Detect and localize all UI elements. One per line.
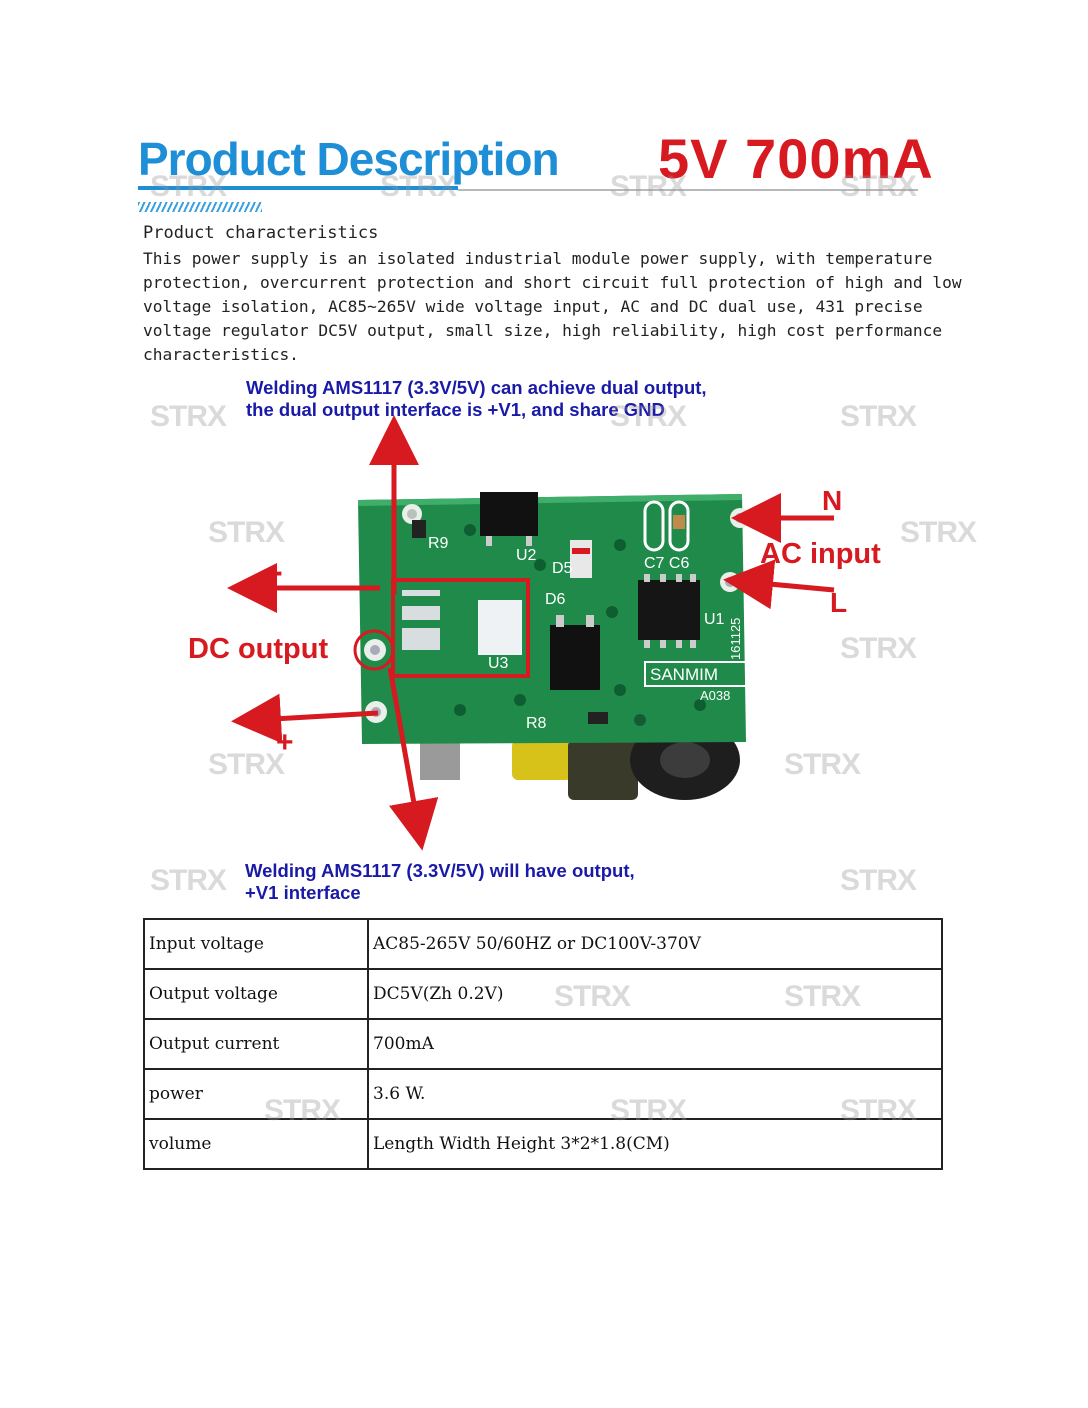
- spec-table: Input voltage AC85-265V 50/60HZ or DC100…: [143, 918, 943, 1170]
- watermark: STRX: [840, 632, 917, 665]
- description-body: This power supply is an isolated industr…: [143, 249, 962, 364]
- pcb-label-d6: D6: [545, 591, 566, 608]
- title-divider: [458, 189, 918, 191]
- pcb-label-d5: D5: [552, 560, 573, 577]
- pcb-label-c7c6: C7 C6: [644, 555, 689, 572]
- ac-n-label: N: [822, 485, 842, 516]
- watermark: STRX: [150, 864, 227, 897]
- pcb-label-u1: U1: [704, 611, 725, 628]
- table-row: Input voltage AC85-265V 50/60HZ or DC100…: [143, 918, 943, 970]
- spec-key: volume: [143, 1118, 369, 1170]
- watermark: STRX: [208, 748, 285, 781]
- watermark: STRX: [784, 748, 861, 781]
- pcb-label-u2: U2: [516, 547, 537, 564]
- pcb-label-part: A038: [700, 688, 730, 703]
- dc-plus-label: +: [276, 726, 294, 759]
- dual-output-note-line1: Welding AMS1117 (3.3V/5V) can achieve du…: [246, 377, 707, 398]
- arrow-ac-l: [723, 559, 835, 610]
- headline-spec: 5V 700mA: [658, 127, 934, 190]
- spec-value: 700mA: [367, 1018, 943, 1070]
- spec-key: Output voltage: [143, 968, 369, 1020]
- arrow-down-to-note: [387, 667, 439, 851]
- decorative-hatch: [138, 202, 262, 212]
- board-underside-components: [420, 720, 740, 800]
- watermark: STRX: [208, 516, 285, 549]
- single-output-note-line1: Welding AMS1117 (3.3V/5V) will have outp…: [245, 860, 635, 881]
- spec-value: 3.6 W.: [367, 1068, 943, 1120]
- spec-key: Output current: [143, 1018, 369, 1070]
- description-heading: Product characteristics: [143, 223, 379, 243]
- pcb-label-u3: U3: [488, 655, 509, 672]
- page-title: Product Description: [138, 133, 560, 185]
- single-output-note-line2: +V1 interface: [245, 882, 361, 903]
- spec-key: power: [143, 1068, 369, 1120]
- table-row: Output voltage DC5V(Zh 0.2V): [143, 968, 943, 1020]
- spec-value: AC85-265V 50/60HZ or DC100V-370V: [367, 918, 943, 970]
- arrow-dc-plus: [231, 693, 379, 744]
- watermark: STRX: [150, 400, 227, 433]
- ac-l-label: L: [830, 587, 847, 618]
- watermark: STRX: [900, 516, 977, 549]
- title-underline: [138, 186, 458, 190]
- table-row: volume Length Width Height 3*2*1.8(CM): [143, 1118, 943, 1170]
- single-output-note: Welding AMS1117 (3.3V/5V) will have outp…: [245, 860, 635, 904]
- dc-output-label: DC output: [188, 633, 328, 665]
- table-row: Output current 700mA: [143, 1018, 943, 1070]
- pcb-label-r8: R8: [526, 715, 547, 732]
- pcb-label-code: 161125: [728, 618, 743, 660]
- pcb-label-r9: R9: [428, 535, 449, 552]
- dual-output-note: Welding AMS1117 (3.3V/5V) can achieve du…: [246, 377, 707, 421]
- dc-output-ring: [353, 629, 395, 671]
- watermark: STRX: [840, 400, 917, 433]
- ams1117-highlight-box: [391, 578, 530, 678]
- spec-key: Input voltage: [143, 918, 369, 970]
- watermark: STRX: [840, 864, 917, 897]
- spec-value: DC5V(Zh 0.2V): [367, 968, 943, 1020]
- table-row: power 3.6 W.: [143, 1068, 943, 1120]
- spec-value: Length Width Height 3*2*1.8(CM): [367, 1118, 943, 1170]
- pcb-board: [358, 492, 752, 744]
- ac-input-label: AC input: [760, 538, 881, 570]
- dual-output-note-line2: the dual output interface is +V1, and sh…: [246, 399, 665, 420]
- pcb-label-brand: SANMIM: [650, 665, 718, 684]
- dc-minus-label: -: [272, 553, 283, 589]
